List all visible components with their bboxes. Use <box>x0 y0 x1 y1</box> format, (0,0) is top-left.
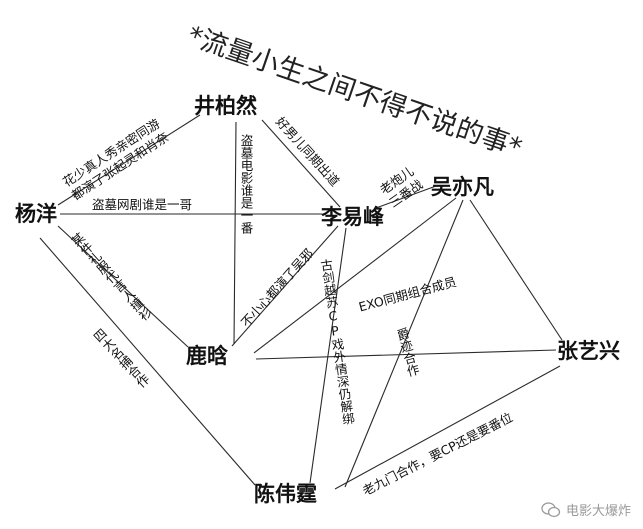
edge-li-chen <box>309 227 347 484</box>
node-yangyang: 杨洋 <box>15 202 57 226</box>
node-wuyifan: 吴亦凡 <box>431 175 494 199</box>
edge-jing-li <box>261 119 341 208</box>
edge-yang-chen <box>39 237 256 486</box>
edge-yang-jing <box>57 114 201 206</box>
label-jing-lu: 盗墓电影谁是一番 <box>238 134 254 234</box>
node-chenweiting: 陈伟霆 <box>254 482 317 506</box>
edge-jing-lu <box>233 121 237 345</box>
edge-wu-chen <box>344 199 464 488</box>
edge-yang-lu <box>57 225 189 348</box>
node-luhan: 鹿晗 <box>186 344 228 368</box>
edge-wu-zhang <box>469 199 563 341</box>
edge-zhang-chen <box>334 365 561 490</box>
edge-li-wu <box>375 185 437 209</box>
node-liyifeng: 李易峰 <box>321 205 384 229</box>
edge-lu-zhang <box>255 349 557 360</box>
edge-wu-lu <box>253 197 457 354</box>
node-zhangyixing: 张艺兴 <box>557 339 620 363</box>
watermark-text: 电影大爆炸 <box>565 504 631 519</box>
watermark: 电影大爆炸 <box>541 500 631 519</box>
label-yang-li: 盗墓网剧谁是一哥 <box>92 197 193 212</box>
wechat-icon <box>541 501 561 517</box>
node-jingboran: 井柏然 <box>194 94 257 118</box>
edge-lu-li <box>231 225 339 347</box>
